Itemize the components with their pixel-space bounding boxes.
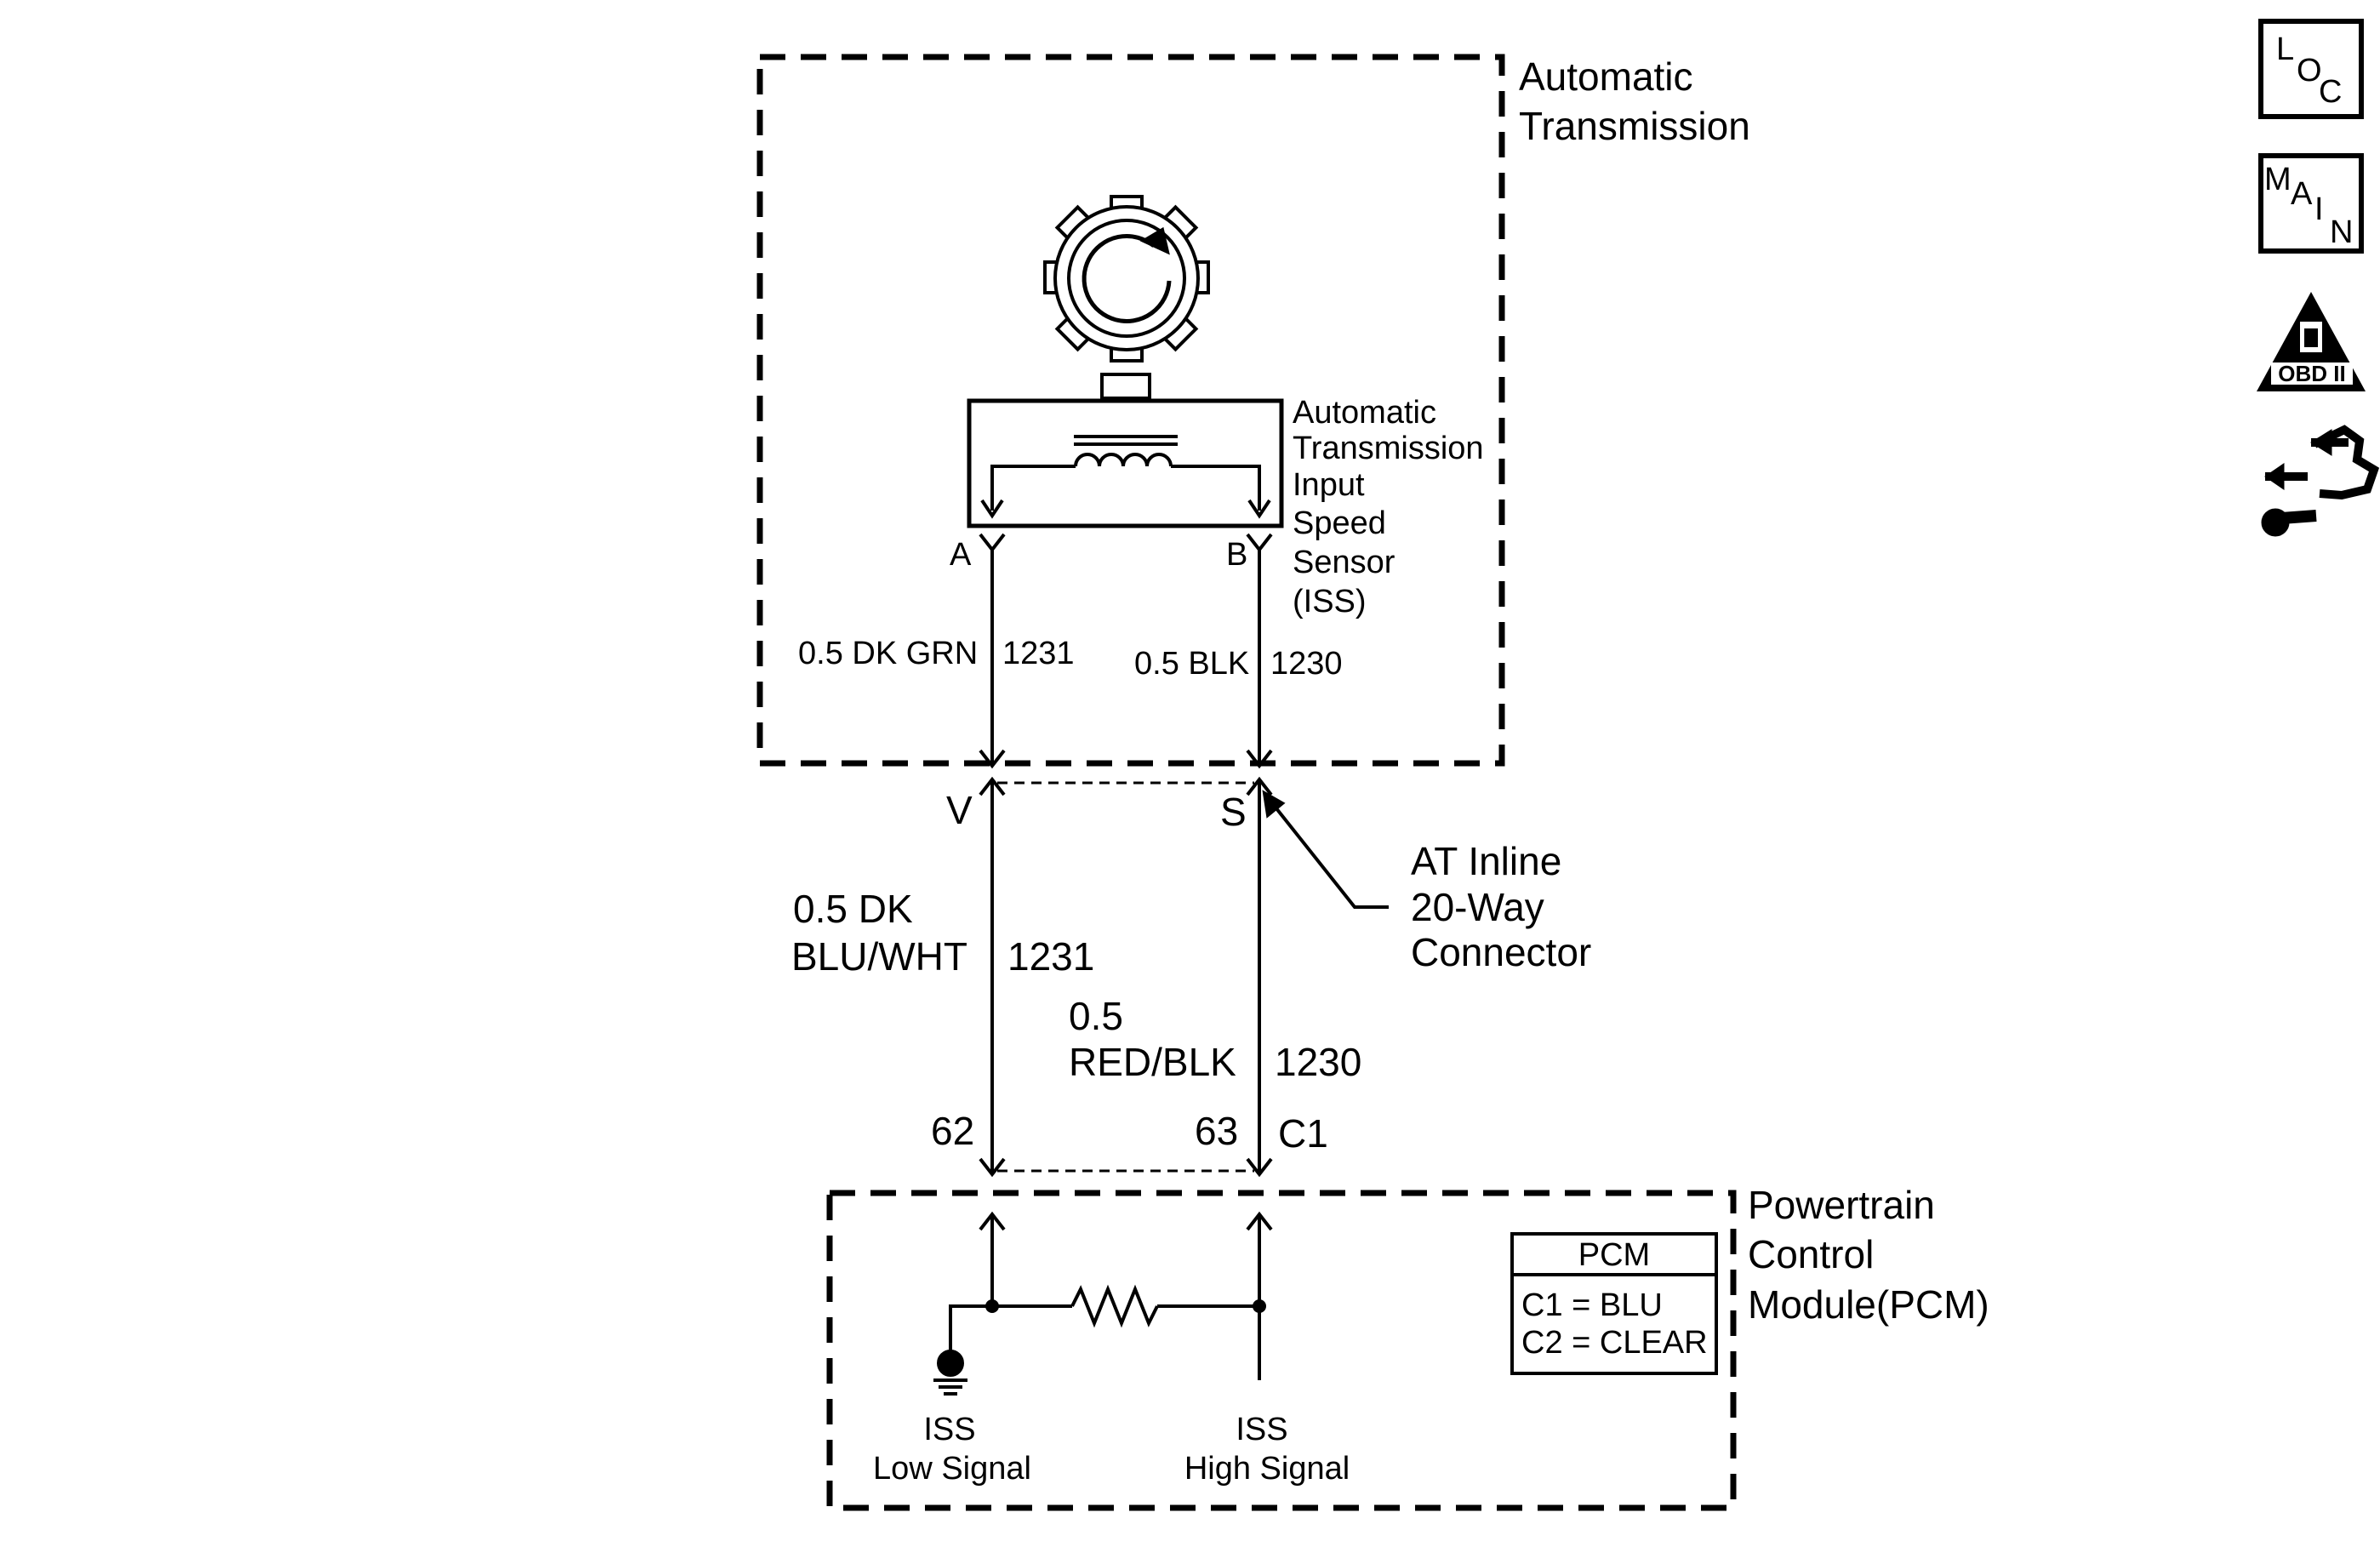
pcm-label-line3: Module(PCM) [1748,1282,1989,1327]
pcm-low-signal-line1: ISS [923,1412,975,1447]
loc-icon[interactable]: L O C [2258,19,2364,119]
wire-harness-s-label-line1: 0.5 [1069,994,1123,1038]
iss-label-line6: (ISS) [1293,584,1367,619]
wire-harness-v-label-line1: 0.5 DK [793,887,913,931]
wire-harness-v-circuit: 1231 [1007,934,1094,979]
connector-repair-icon[interactable] [2261,425,2380,537]
inline-pin-v-label: V [946,788,973,832]
svg-text:O: O [2297,53,2322,88]
sensor-pin-b-label: B [1226,537,1247,573]
pcm-high-signal-line1: ISS [1236,1412,1287,1447]
transmission-label-line2: Transmission [1519,104,1750,148]
inline-connector-label-line3: Connector [1411,930,1591,974]
sensor-pin-a-label: A [950,537,972,573]
pcm-connector-table [1510,1232,1718,1375]
wire-harness-s-circuit: 1230 [1275,1040,1361,1084]
pcm-high-signal-line2: High Signal [1184,1451,1350,1487]
reluctor-wheel-icon [1043,195,1210,362]
pcm-boundary [826,1190,1737,1511]
iss-label-line5: Sensor [1293,545,1395,580]
wire-sensor-a-circuit: 1231 [1002,636,1075,671]
wire-sensor-b-label: 0.5 BLK [1134,646,1249,682]
svg-text:M: M [2264,162,2292,197]
svg-text:OBD II: OBD II [2278,361,2345,386]
svg-text:C: C [2319,74,2342,110]
pcm-junction-high [1253,1299,1266,1313]
ground-icon [933,1350,967,1396]
iss-label-line4: Speed [1293,505,1386,541]
iss-label-line3: Input [1293,467,1365,503]
inline-connector-label-line2: 20-Way [1411,885,1544,929]
inline-connector-leader [1262,790,1389,909]
pcm-table-row-1: C1 = BLU [1521,1287,1663,1323]
wire-harness-v-label-line2: BLU/WHT [791,934,967,979]
svg-text:N: N [2330,214,2353,250]
svg-text:A: A [2291,176,2313,212]
inline-pin-s-label: S [1220,790,1247,834]
transmission-label-line1: Automatic [1519,54,1693,99]
iss-label-line2: Transmission [1293,431,1484,466]
wire-sensor-b-circuit: 1230 [1270,646,1343,682]
wire-sensor-a-label: 0.5 DK GRN [798,636,978,671]
pcm-junction-low [985,1299,999,1313]
pcm-pin-63-label: 63 [1195,1109,1238,1153]
pcm-table-header: PCM [1578,1237,1650,1273]
svg-text:L: L [2276,31,2294,67]
pcm-internal-circuit [949,1211,1273,1380]
iss-label-line1: Automatic [1293,395,1436,431]
pcm-connector-label: C1 [1278,1111,1328,1156]
obd-ii-icon[interactable]: II OBD II [2257,292,2366,391]
svg-text:I: I [2314,191,2324,227]
pcm-label-line2: Control [1748,1232,1874,1276]
pcm-terminal-62 [979,1157,1006,1178]
pcm-resistor [1070,1284,1159,1328]
pcm-table-row-2: C2 = CLEAR [1521,1325,1708,1361]
inline-connector-label-line1: AT Inline [1411,839,1561,883]
transmission-boundary [756,54,1505,767]
pcm-pin-62-label: 62 [931,1109,974,1153]
sensor-terminal-a [979,533,1006,553]
pcm-label-line1: Powertrain [1748,1183,1935,1227]
pcm-terminal-63 [1246,1157,1273,1178]
wire-harness-s-label-line2: RED/BLK [1069,1040,1236,1084]
iss-sensor-body [967,373,1284,528]
sensor-terminal-b [1246,533,1273,553]
main-icon[interactable]: M A I N [2258,153,2364,254]
pcm-low-signal-line2: Low Signal [873,1451,1031,1487]
